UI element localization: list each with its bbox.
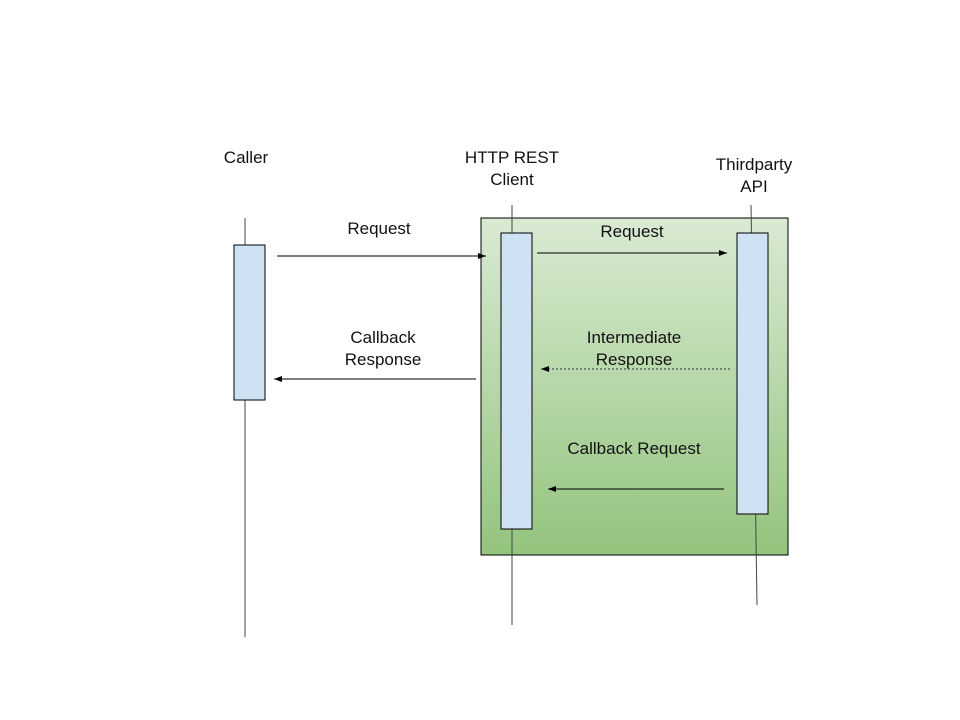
participant-caller: Caller <box>224 147 268 169</box>
callback-response-line2: Response <box>344 350 422 369</box>
intermediate-line1: Intermediate <box>586 328 682 347</box>
client-label-line1: HTTP REST <box>464 148 560 167</box>
callback-request-label: Callback Request <box>567 439 701 458</box>
client-label-line2: Client <box>490 170 534 189</box>
thirdparty-activation <box>736 232 769 515</box>
thirdparty-label-line2: API <box>740 177 768 196</box>
caller-request-label: Request <box>347 219 411 238</box>
client-request-label: Request <box>600 222 664 241</box>
intermediate-line2: Response <box>595 350 673 369</box>
thirdparty-label-line1: Thirdparty <box>715 155 793 174</box>
caller-label: Caller <box>223 148 269 167</box>
participant-http-rest-client: HTTP REST Client <box>465 147 559 191</box>
client-activation <box>500 232 533 530</box>
callback-response-line1: Callback <box>350 328 416 347</box>
caller-activation <box>233 244 266 401</box>
